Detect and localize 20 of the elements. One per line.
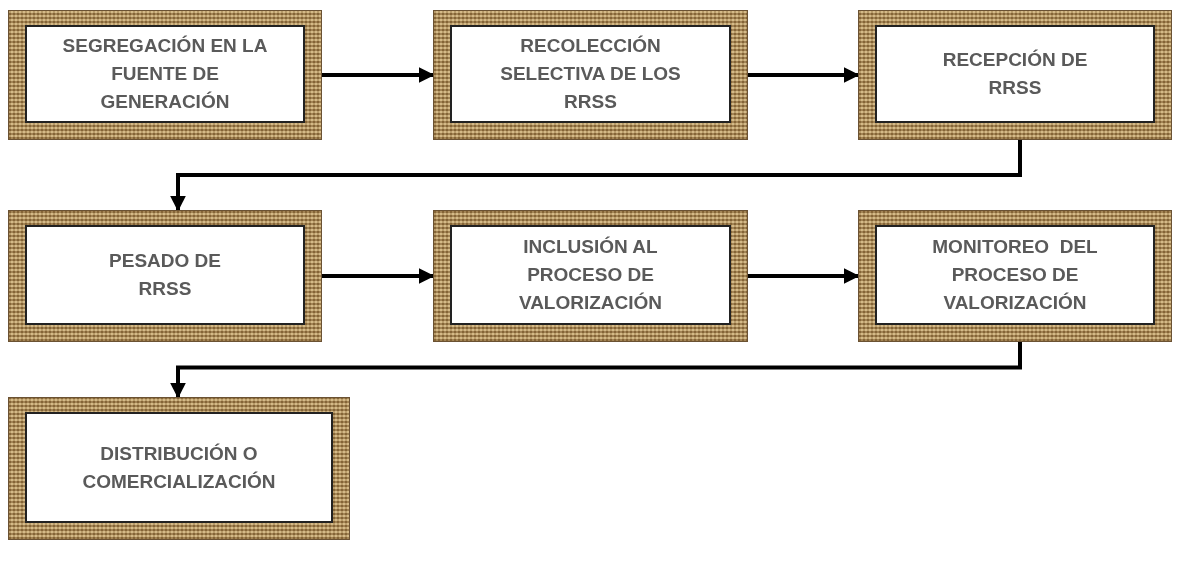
step-label: MONITOREO DEL PROCESO DE VALORIZACIÓN [931, 235, 1099, 315]
arrow [322, 67, 435, 83]
process-box [433, 210, 748, 342]
process-box [8, 10, 322, 140]
step-label: INCLUSIÓN AL PROCESO DE VALORIZACIÓN [517, 235, 664, 315]
step-label: DISTRIBUCIÓN O COMERCIALIZACIÓN [81, 441, 277, 494]
step-label: PESADO DE RRSS [108, 249, 222, 301]
process-box [433, 10, 748, 140]
arrow [748, 67, 860, 83]
arrow [170, 342, 1022, 399]
process-box [858, 210, 1172, 342]
arrow [748, 268, 860, 284]
arrow [322, 268, 435, 284]
process-box [858, 10, 1172, 140]
process-box [8, 210, 322, 342]
step-label: RECEPCIÓN DE RRSS [941, 48, 1089, 100]
step-label: RECOLECCIÓN SELECTIVA DE LOS RRSS [499, 34, 682, 114]
process-box [8, 397, 350, 540]
step-label: SEGREGACIÓN EN LA FUENTE DE GENERACIÓN [61, 34, 269, 114]
arrow [170, 140, 1022, 212]
